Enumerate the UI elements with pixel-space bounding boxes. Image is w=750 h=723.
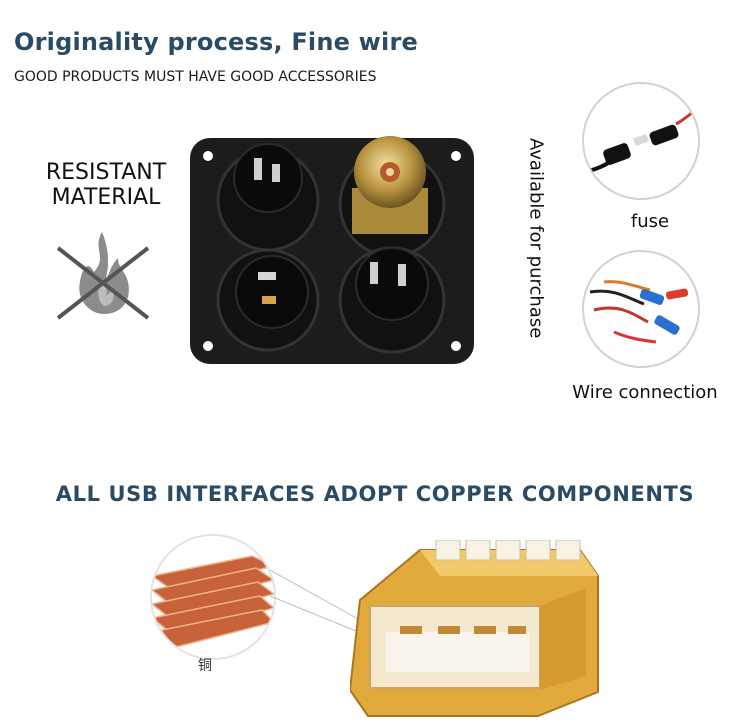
section-title: ALL USB INTERFACES ADOPT COPPER COMPONEN…: [55, 482, 695, 506]
socket-panel-image: [190, 136, 474, 364]
usb-connector-image: [350, 540, 599, 717]
copper-label: 铜: [198, 658, 212, 674]
wire-connection-image: [582, 250, 700, 368]
wire-connection-caption: Wire connection: [572, 382, 718, 403]
page-title: Originality process, Fine wire: [14, 28, 418, 56]
page-subtitle: GOOD PRODUCTS MUST HAVE GOOD ACCESSORIES: [14, 69, 377, 85]
available-for-purchase-label: Available for purchase: [525, 138, 547, 339]
no-fire-icon: [56, 232, 150, 320]
fuse-caption: fuse: [630, 211, 670, 232]
resistant-material-label: RESISTANT MATERIAL: [36, 160, 176, 210]
available-for-purchase-text: Available for purchase: [506, 138, 566, 348]
copper-sheets-image: [150, 534, 276, 660]
fuse-image: [582, 82, 700, 200]
resistant-line-1: RESISTANT: [45, 160, 167, 185]
resistant-line-2: MATERIAL: [51, 185, 161, 210]
